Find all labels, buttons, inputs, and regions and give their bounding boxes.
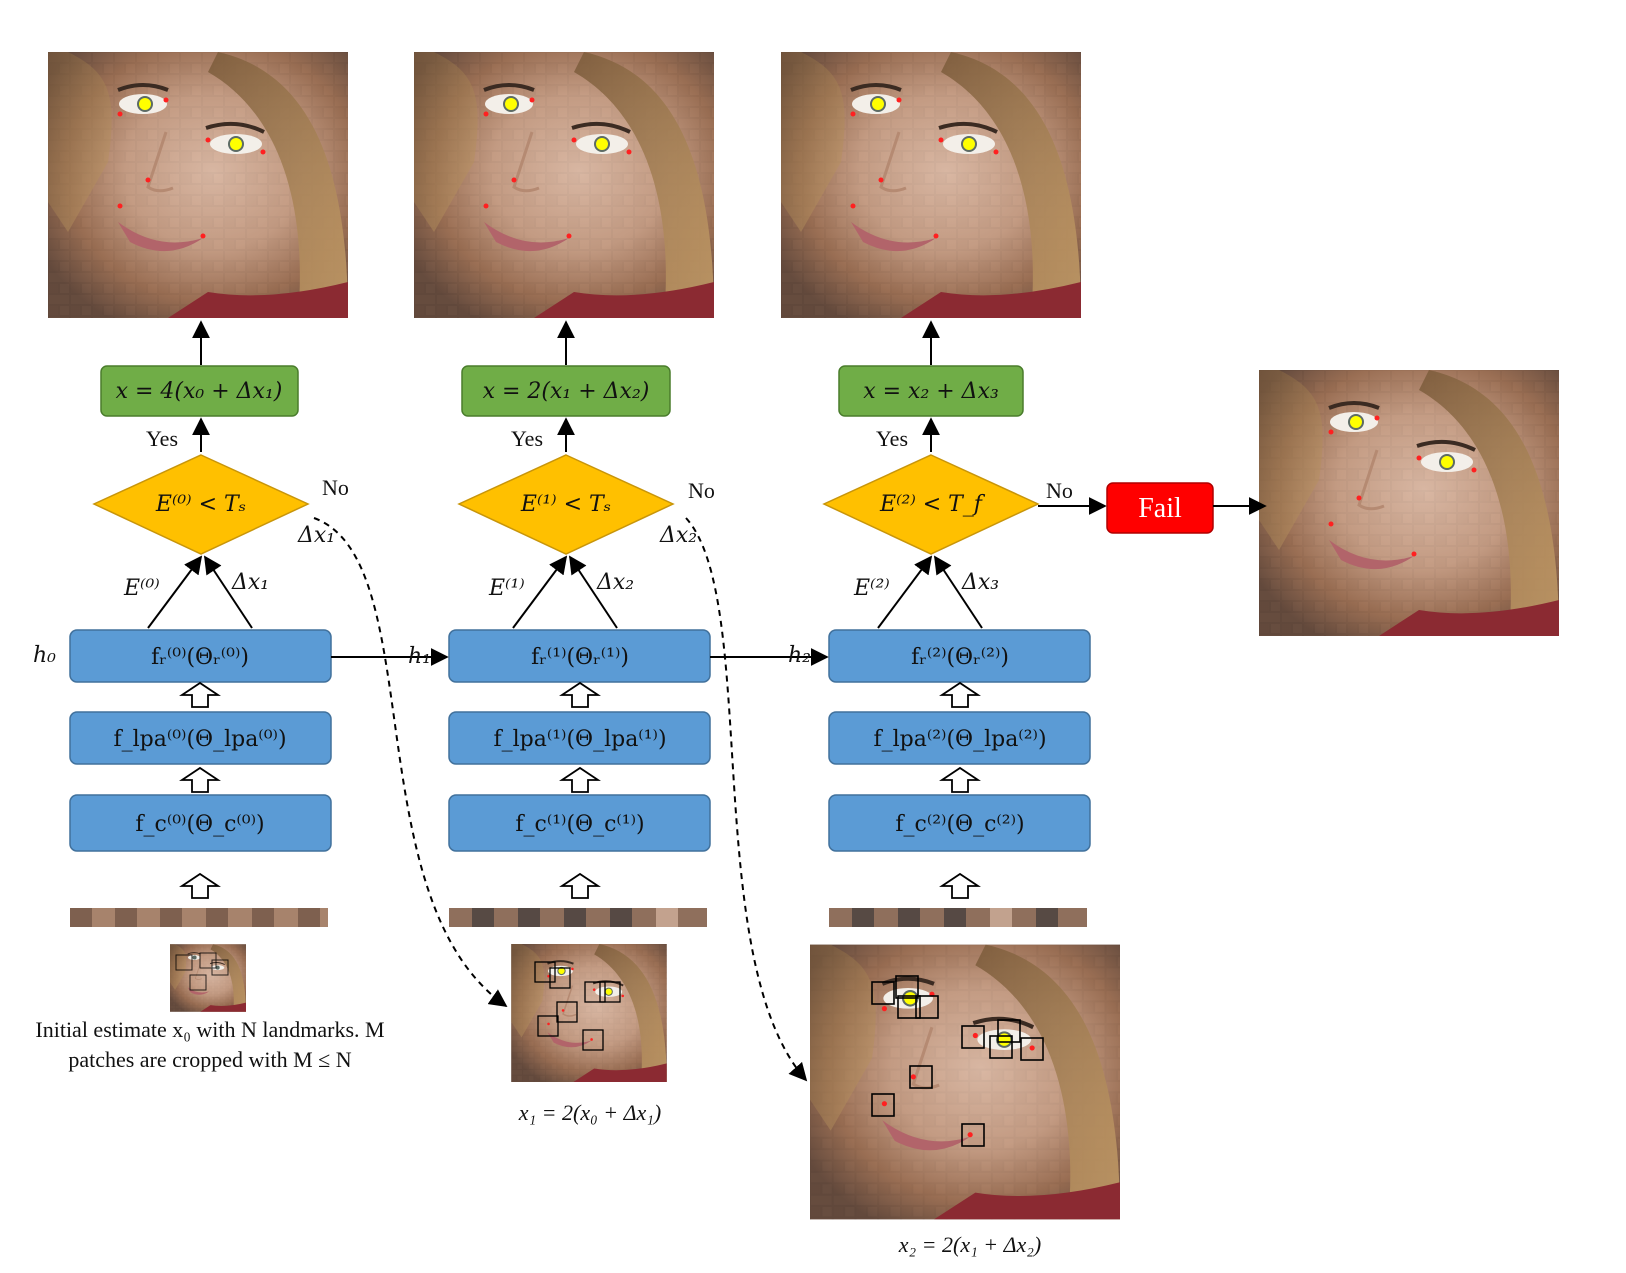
yes-label-stage0: Yes xyxy=(146,426,178,451)
network-column-stage0: fᵣ⁽⁰⁾(Θᵣ⁽⁰⁾) f_lpa⁽⁰⁾(Θ_lpa⁽⁰⁾) f_c⁽⁰⁾(Θ… xyxy=(69,629,332,852)
decision-condition-stage2: E⁽²⁾ < T_f xyxy=(879,492,986,517)
lpa-label-stage0: f_lpa⁽⁰⁾(Θ_lpa⁽⁰⁾) xyxy=(113,727,286,752)
dashed-arrow-x2 xyxy=(685,517,808,1082)
delta-label-stage2: Δx₃ xyxy=(961,570,999,595)
update-formula-box-stage1 xyxy=(461,365,671,417)
patch-strip-stage1 xyxy=(449,908,707,927)
update-formula-stage0: x = 4(x₀ + Δx₁) xyxy=(116,379,283,404)
face-result-image-stage0 xyxy=(48,52,348,318)
recurrent-label-stage2: fᵣ⁽²⁾(Θᵣ⁽²⁾) xyxy=(911,645,1009,670)
hidden-label-h2: h₂ xyxy=(788,643,811,668)
patch-strip-stage0 xyxy=(70,908,328,927)
delta-label-stage0: Δx₁ xyxy=(231,570,269,595)
conv-block-stage0 xyxy=(69,794,332,852)
no-label-stage1: No xyxy=(688,478,715,503)
error-label-stage2: E⁽²⁾ xyxy=(853,576,890,601)
delta-no-label-stage0: Δx₁ xyxy=(297,523,335,548)
recurrent-label-stage0: fᵣ⁽⁰⁾(Θᵣ⁽⁰⁾) xyxy=(151,645,249,670)
lpa-block-stage0 xyxy=(69,711,332,765)
no-label-stage2: No xyxy=(1046,478,1073,503)
yes-label-stage2: Yes xyxy=(876,426,908,451)
initial-estimate-image xyxy=(170,944,246,1012)
no-label-stage0: No xyxy=(322,475,349,500)
face-fail-image xyxy=(1259,370,1559,636)
decision-diamond-stage1 xyxy=(457,454,675,555)
x2-caption: x₂ = 2(x₁ + Δx₂) xyxy=(898,1232,1042,1257)
face-result-image-stage2 xyxy=(781,52,1081,318)
recurrent-block-stage2 xyxy=(828,629,1091,683)
decision-diamond-stage2 xyxy=(822,454,1040,555)
patch-strip-stage2 xyxy=(829,908,1087,927)
hidden-label-h1: h₁ xyxy=(408,644,431,669)
decision-condition-stage0: E⁽⁰⁾ < Tₛ xyxy=(155,492,246,517)
update-formula-stage1: x = 2(x₁ + Δx₂) xyxy=(483,379,650,404)
conv-block-stage1 xyxy=(448,794,711,852)
lpa-block-stage2 xyxy=(828,711,1091,765)
dashed-arrow-x1 xyxy=(313,517,508,1008)
conv-label-stage1: f_c⁽¹⁾(Θ_c⁽¹⁾) xyxy=(515,812,644,837)
block-arrows xyxy=(179,681,981,899)
update-formula-stage2: x = x₂ + Δx₃ xyxy=(863,379,999,404)
error-label-stage0: E⁽⁰⁾ xyxy=(123,576,160,601)
fail-box xyxy=(1106,482,1214,534)
decision-condition-stage1: E⁽¹⁾ < Tₛ xyxy=(520,492,611,517)
x1-caption: x₁ = 2(x₀ + Δx₁) xyxy=(518,1100,662,1125)
patch-boxes-x2 xyxy=(871,975,1044,1147)
conv-block-stage2 xyxy=(828,794,1091,852)
recurrent-label-stage1: fᵣ⁽¹⁾(Θᵣ⁽¹⁾) xyxy=(531,645,629,670)
delta-no-label-stage1: Δx₂ xyxy=(659,523,697,548)
conv-label-stage2: f_c⁽²⁾(Θ_c⁽²⁾) xyxy=(895,812,1024,837)
initial-estimate-caption: Initial estimate x₀ with N landmarks. M … xyxy=(35,1017,385,1072)
lpa-block-stage1 xyxy=(448,711,711,765)
patch-boxes-x1 xyxy=(534,961,621,1051)
fail-label: Fail xyxy=(1138,493,1182,524)
update-formula-box-stage0 xyxy=(100,365,299,417)
cropped-face-x2-image xyxy=(810,945,1120,1220)
face-result-image-stage1 xyxy=(414,52,714,318)
lpa-label-stage2: f_lpa⁽²⁾(Θ_lpa⁽²⁾) xyxy=(873,727,1046,752)
lpa-label-stage1: f_lpa⁽¹⁾(Θ_lpa⁽¹⁾) xyxy=(493,727,666,752)
conv-label-stage0: f_c⁽⁰⁾(Θ_c⁽⁰⁾) xyxy=(135,812,264,837)
hidden-label-h0: h₀ xyxy=(33,643,56,668)
network-column-stage1: fᵣ⁽¹⁾(Θᵣ⁽¹⁾) f_lpa⁽¹⁾(Θ_lpa⁽¹⁾) f_c⁽¹⁾(Θ… xyxy=(448,629,711,852)
delta-label-stage1: Δx₂ xyxy=(596,570,634,595)
update-formula-box-stage2 xyxy=(838,365,1024,417)
network-column-stage2: fᵣ⁽²⁾(Θᵣ⁽²⁾) f_lpa⁽²⁾(Θ_lpa⁽²⁾) f_c⁽²⁾(Θ… xyxy=(828,629,1091,852)
decision-diamond-stage0 xyxy=(92,454,310,555)
error-label-stage1: E⁽¹⁾ xyxy=(488,576,525,601)
yes-label-stage1: Yes xyxy=(511,426,543,451)
